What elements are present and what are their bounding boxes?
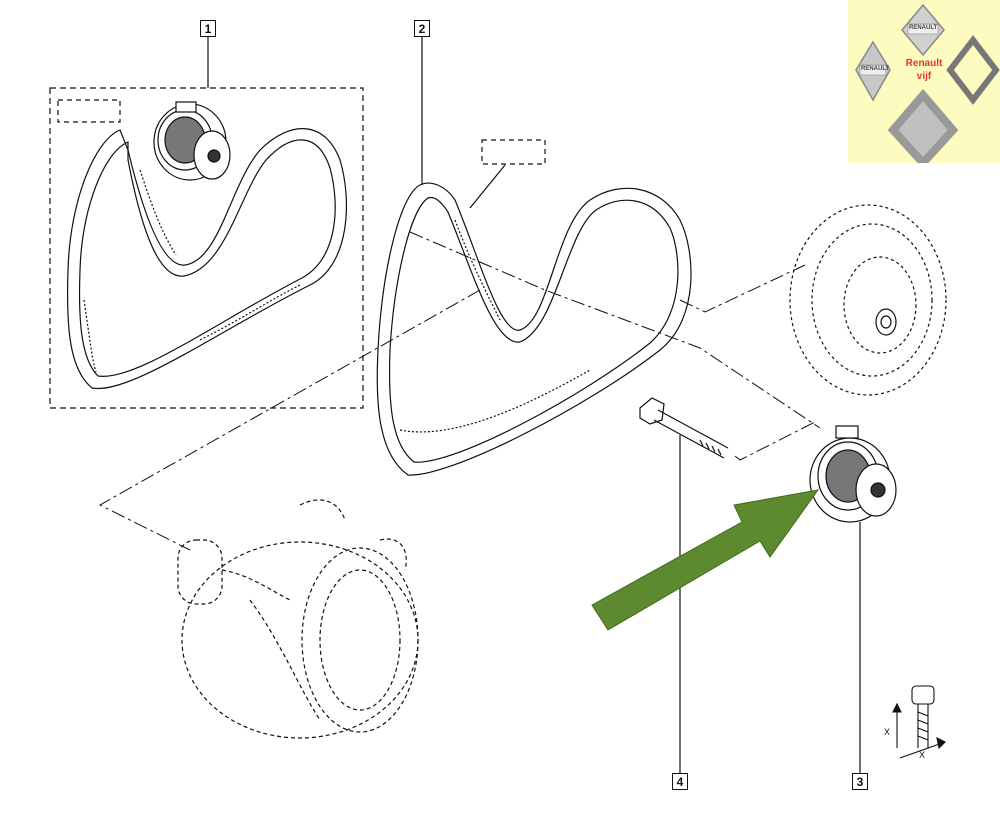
belt-icon [66,128,348,390]
thread-label-x-2: X [919,750,925,760]
callout-1[interactable]: 1 [200,20,216,37]
logo-badge-text-left: RENAULT [861,66,890,72]
renault-logo-icon [855,3,1000,163]
callout-4[interactable]: 4 [672,773,688,790]
thread-label-x: X [884,727,890,737]
detail-label-box-2 [481,139,546,165]
bolt-icon [639,397,729,459]
logo-badge-text-top: RENAULT [909,25,938,31]
belt-icon [376,182,692,476]
renault-logo-panel: Renault vijf RENAULT RENAULT [848,0,1000,163]
callout-2[interactable]: 2 [414,20,430,37]
thread-symbol-icon: X X [884,685,946,760]
detail-box-1 [49,87,364,409]
tensioner-pulley-icon [809,425,897,523]
logo-subtitle-text: vijf [916,71,932,82]
detail-label-box-1 [57,99,121,123]
pointer-arrow [591,489,820,631]
logo-brand-text: Renault [905,58,943,69]
crank-pulley-icon [789,204,947,396]
tensioner-pulley-icon [153,101,231,181]
alternator-icon [177,499,419,739]
callout-3[interactable]: 3 [852,773,868,790]
